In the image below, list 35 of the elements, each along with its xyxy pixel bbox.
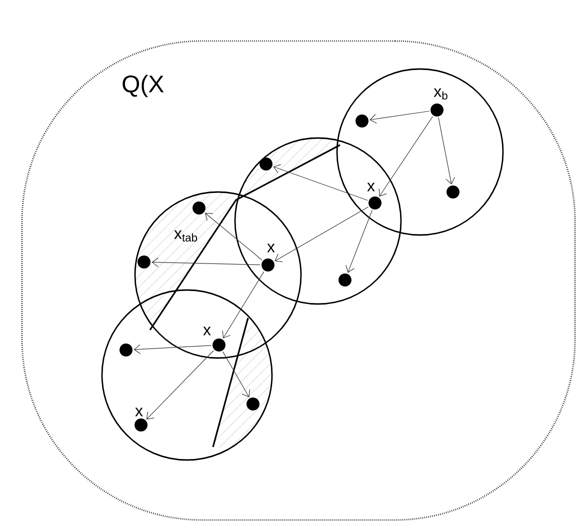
point-dot (192, 202, 206, 214)
point-label: x (203, 326, 211, 336)
arrow (134, 344, 212, 354)
arrow (274, 206, 369, 262)
arrow (146, 350, 214, 420)
arrow (152, 258, 261, 268)
point-label: x (267, 244, 275, 252)
point-dot (368, 196, 382, 210)
point-dot (338, 274, 352, 286)
neighborhood-circle (234, 137, 402, 305)
neighborhood-circle (336, 68, 504, 236)
arrow (222, 351, 250, 398)
neighborhood-circle (134, 191, 302, 359)
point-dot (356, 114, 368, 128)
arrow (378, 116, 434, 197)
point-dot (246, 398, 260, 410)
point-dot (212, 338, 226, 352)
point-dot (138, 256, 150, 268)
point-dot (262, 258, 274, 272)
arrow (222, 271, 264, 338)
point-label: x (135, 408, 143, 416)
point-label: x$_{b}$ (434, 88, 448, 100)
arrow (370, 110, 430, 124)
arrow (204, 212, 262, 260)
arrow (438, 117, 455, 184)
point-dot (446, 186, 460, 198)
point-dot (134, 418, 148, 432)
arrow (273, 164, 368, 201)
point-label: x (367, 182, 375, 192)
point-label: x$_{tab}$ (174, 230, 198, 242)
neighborhood-circle (101, 289, 273, 461)
point-dot (260, 158, 272, 170)
arrow (346, 210, 372, 273)
point-dot (430, 104, 444, 116)
point-dot (120, 344, 132, 356)
